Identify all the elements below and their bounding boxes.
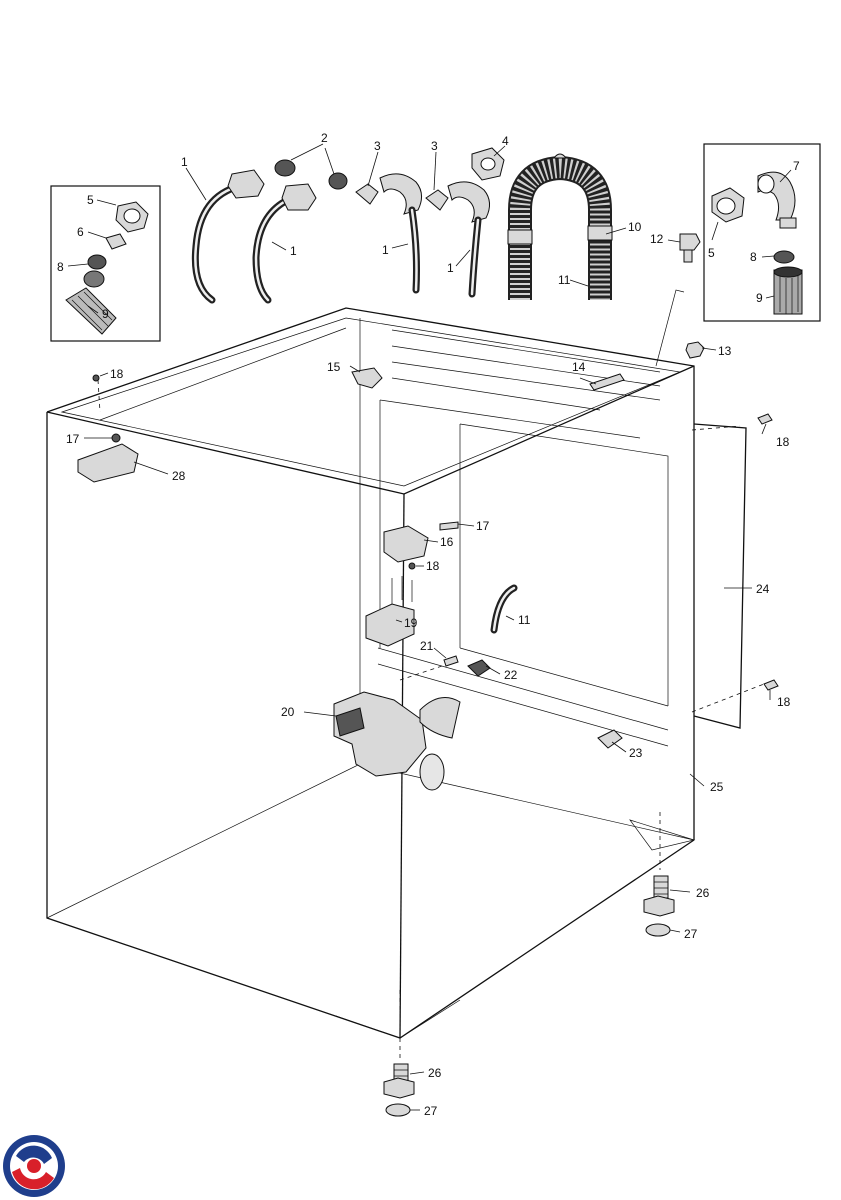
callout-22: 22 xyxy=(504,668,518,682)
callout-16: 16 xyxy=(440,535,454,549)
callout-2: 2 xyxy=(321,131,328,145)
callout-1c: 1 xyxy=(382,243,389,257)
callout-4: 4 xyxy=(502,134,509,148)
inset-right xyxy=(703,143,821,322)
internal-parts xyxy=(77,341,779,1117)
cabinet-frame xyxy=(46,289,765,1060)
callout-11a: 11 xyxy=(558,273,571,287)
callout-24: 24 xyxy=(756,582,770,596)
top-parts xyxy=(185,143,701,304)
callout-25: 25 xyxy=(710,780,724,794)
callout-18b: 18 xyxy=(776,435,790,449)
callout-10: 10 xyxy=(628,220,642,234)
callout-3b: 3 xyxy=(431,139,438,153)
callout-3a: 3 xyxy=(374,139,381,153)
brand-logo xyxy=(3,1135,65,1197)
callout-14: 14 xyxy=(572,360,586,374)
callout-6: 6 xyxy=(77,225,84,239)
callout-labels: 1 1 1 1 2 3 3 4 5 5 6 7 8 8 9 9 10 11 11… xyxy=(57,131,800,1118)
callout-5a: 5 xyxy=(87,193,94,207)
callout-13: 13 xyxy=(718,344,732,358)
callout-7: 7 xyxy=(793,159,800,173)
callout-9b: 9 xyxy=(756,291,763,305)
callout-15: 15 xyxy=(327,360,341,374)
callout-27a: 27 xyxy=(684,927,698,941)
callout-21: 21 xyxy=(420,639,434,653)
callout-18a: 18 xyxy=(110,367,124,381)
callout-17a: 17 xyxy=(66,432,80,446)
callout-1b: 1 xyxy=(290,244,297,258)
callout-23: 23 xyxy=(629,746,643,760)
callout-26b: 26 xyxy=(428,1066,442,1080)
callout-27b: 27 xyxy=(424,1104,438,1118)
inset-left xyxy=(50,185,161,342)
callout-1a: 1 xyxy=(181,155,188,169)
callout-18c: 18 xyxy=(426,559,440,573)
leader-lines xyxy=(84,347,771,1111)
callout-17b: 17 xyxy=(476,519,490,533)
callout-18d: 18 xyxy=(777,695,791,709)
callout-20: 20 xyxy=(281,705,295,719)
callout-8a: 8 xyxy=(57,260,64,274)
side-panel xyxy=(693,423,747,729)
callout-1d: 1 xyxy=(447,261,454,275)
callout-9a: 9 xyxy=(102,307,109,321)
callout-19: 19 xyxy=(404,616,418,630)
callout-28: 28 xyxy=(172,469,186,483)
callout-11b: 11 xyxy=(518,613,531,627)
callout-8b: 8 xyxy=(750,250,757,264)
callout-5b: 5 xyxy=(708,246,715,260)
callout-12: 12 xyxy=(650,232,664,246)
callout-26a: 26 xyxy=(696,886,710,900)
